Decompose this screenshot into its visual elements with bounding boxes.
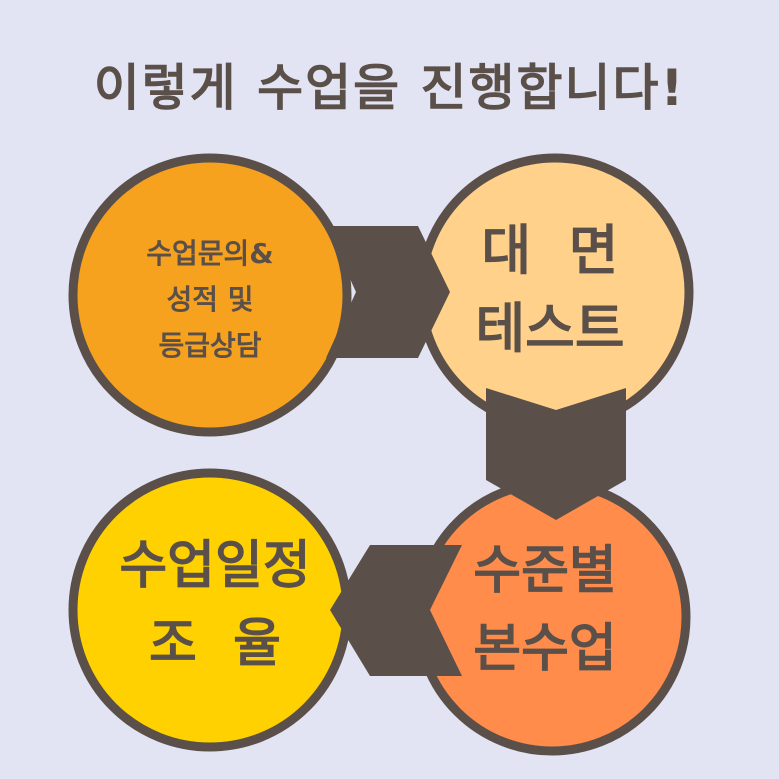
- arrow-left: [330, 545, 462, 676]
- step-circle-consultation: [68, 153, 352, 437]
- step-label-schedule: 수업일정 조 율: [95, 515, 335, 695]
- step-label-line: 테스트: [475, 297, 625, 360]
- step-label-line: 등급상담: [158, 329, 262, 362]
- step-label-line: 성적 및: [166, 283, 254, 316]
- arrow-down: [486, 388, 626, 520]
- step-label-line: 수업문의&: [146, 237, 274, 270]
- step-label-consultation: 수업문의& 성적 및 등급상담: [95, 210, 325, 390]
- step-label-line: 조 율: [149, 614, 281, 674]
- step-label-test: 대 면 테스트: [430, 200, 670, 380]
- step-label-line: 대 면: [481, 219, 619, 282]
- arrow-right: [326, 226, 450, 358]
- step-label-lesson: 수준별 본수업: [425, 520, 665, 700]
- step-label-line: 본수업: [473, 619, 617, 679]
- page-title: 이렇게 수업을 진행합니다!: [93, 59, 686, 117]
- step-label-line: 수업일정: [119, 536, 311, 596]
- step-label-line: 수준별: [473, 541, 617, 601]
